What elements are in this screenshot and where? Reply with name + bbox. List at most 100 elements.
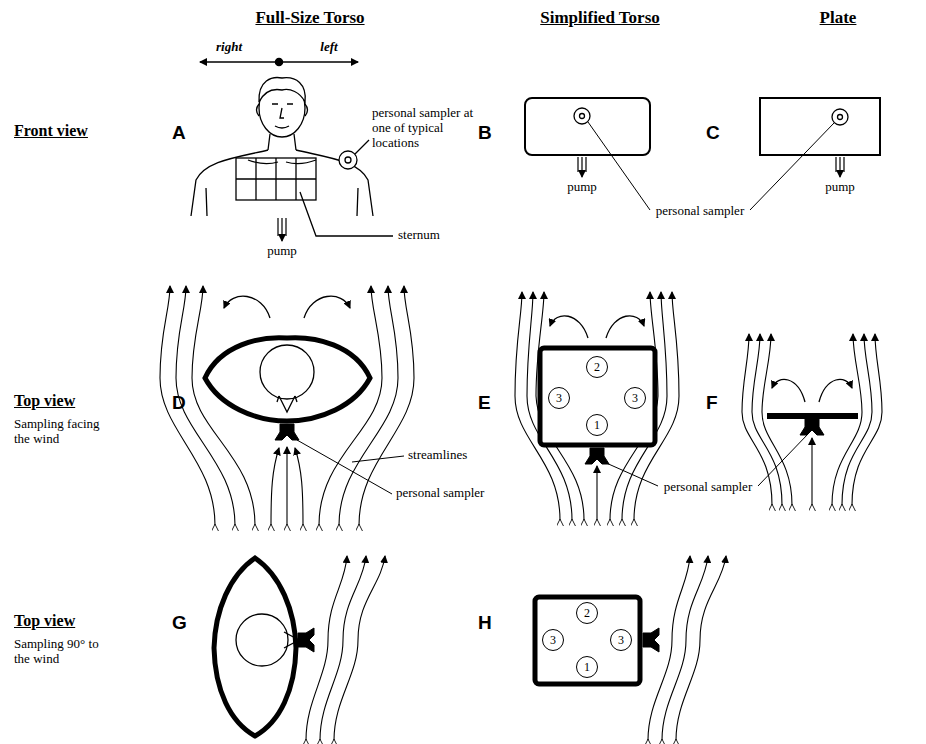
position-circle: 1 xyxy=(576,656,598,678)
leader-lines xyxy=(297,440,404,494)
hair xyxy=(259,78,305,102)
callout-label: personal sampler xyxy=(396,486,484,501)
streamline xyxy=(842,334,872,505)
column-heading: Plate xyxy=(820,8,857,28)
streamline xyxy=(832,334,862,505)
sampler-symbol xyxy=(832,109,848,125)
position-circle: 3 xyxy=(624,387,646,409)
streamline xyxy=(676,556,726,740)
grid-lines xyxy=(236,158,316,200)
position-circle: 3 xyxy=(542,629,564,651)
head xyxy=(236,614,288,666)
sampler-symbol xyxy=(585,448,609,464)
callout-label: personal sampler xyxy=(664,480,752,495)
shoulders xyxy=(191,150,373,216)
position-number: 1 xyxy=(584,661,590,673)
column-heading: Full-Size Torso xyxy=(255,8,364,28)
position-circle: 3 xyxy=(610,629,632,651)
plate-edge xyxy=(767,413,858,419)
streamline xyxy=(596,466,597,520)
panel-letter: F xyxy=(706,392,718,414)
panel-letter: E xyxy=(478,392,491,414)
callout-label: pump xyxy=(825,180,855,195)
row-sublabel: Sampling 90° to the wind xyxy=(14,637,110,667)
recirculation-arrows xyxy=(772,379,852,402)
simplified-top-side xyxy=(535,597,659,684)
position-circle: 1 xyxy=(586,414,608,436)
sampler-inlet xyxy=(580,114,585,119)
sampling-grid xyxy=(236,158,316,200)
callout-label: pump xyxy=(567,180,597,195)
callout-label: sternum xyxy=(398,228,440,243)
recirculation-arrows xyxy=(550,316,644,338)
head xyxy=(260,345,314,399)
leader-line xyxy=(300,192,393,236)
torso-front xyxy=(191,78,393,236)
callout-label: pump xyxy=(267,244,297,259)
panel-letter: A xyxy=(172,122,186,144)
direction-label: right xyxy=(216,40,242,55)
position-number: 3 xyxy=(632,392,638,404)
arms xyxy=(206,188,358,216)
row-label: Top view xyxy=(14,392,75,410)
pump-arrow xyxy=(836,157,844,177)
leader-line xyxy=(604,462,658,486)
position-number: 2 xyxy=(584,607,590,619)
panel-letter: C xyxy=(706,122,720,144)
simplified-front xyxy=(525,98,650,155)
streamlines xyxy=(648,556,726,740)
leader-line xyxy=(750,123,834,210)
streamline xyxy=(295,448,303,525)
neck xyxy=(268,134,296,150)
torso-top xyxy=(205,338,370,440)
panel-letter: G xyxy=(172,612,187,634)
grid-outline xyxy=(236,158,316,200)
streamlines xyxy=(515,292,679,520)
recirculation-arrow xyxy=(819,379,852,402)
torso-top-side xyxy=(214,558,314,736)
plate-outline xyxy=(760,98,880,155)
sampler-symbol xyxy=(339,151,357,169)
leader-line xyxy=(355,140,369,154)
nose xyxy=(277,396,297,412)
streamline xyxy=(334,556,385,740)
pump-arrow xyxy=(278,218,286,241)
streamline xyxy=(811,438,812,505)
box-outline xyxy=(525,98,650,155)
direction-arrow xyxy=(200,59,358,66)
recirculation-arrow xyxy=(304,296,350,318)
streamline xyxy=(752,334,782,505)
box-outline xyxy=(540,348,655,445)
callout-label: personal sampler xyxy=(656,204,744,219)
sampler-inlet xyxy=(838,115,843,120)
recirculation-arrow xyxy=(224,296,270,318)
streamline xyxy=(271,448,279,525)
sampler-symbol xyxy=(800,419,824,435)
sampler-inlet xyxy=(345,157,351,163)
torso-outline xyxy=(205,338,370,421)
callout-label: streamlines xyxy=(408,448,467,463)
position-number: 3 xyxy=(556,392,562,404)
position-number: 2 xyxy=(594,361,600,373)
sampler-symbol xyxy=(574,108,590,124)
position-number: 1 xyxy=(594,419,600,431)
recirculation-arrow xyxy=(772,379,805,402)
leader-lines xyxy=(588,122,834,210)
streamlines xyxy=(306,556,385,740)
leader-line xyxy=(297,440,392,494)
streamlines xyxy=(742,334,882,505)
row-label: Top view xyxy=(14,612,75,630)
sampler-symbol xyxy=(298,628,314,652)
streamline xyxy=(852,334,882,505)
pump-line xyxy=(281,218,282,241)
streamline xyxy=(306,556,347,740)
leader-line xyxy=(352,456,404,462)
leader-lines xyxy=(604,434,808,486)
row-label: Front view xyxy=(14,122,88,140)
pump-arrow xyxy=(578,157,586,177)
pump-line xyxy=(839,157,840,177)
recirculation-arrow xyxy=(550,316,588,338)
box-outline xyxy=(535,597,640,684)
column-heading: Simplified Torso xyxy=(540,8,660,28)
streamline xyxy=(648,556,690,740)
